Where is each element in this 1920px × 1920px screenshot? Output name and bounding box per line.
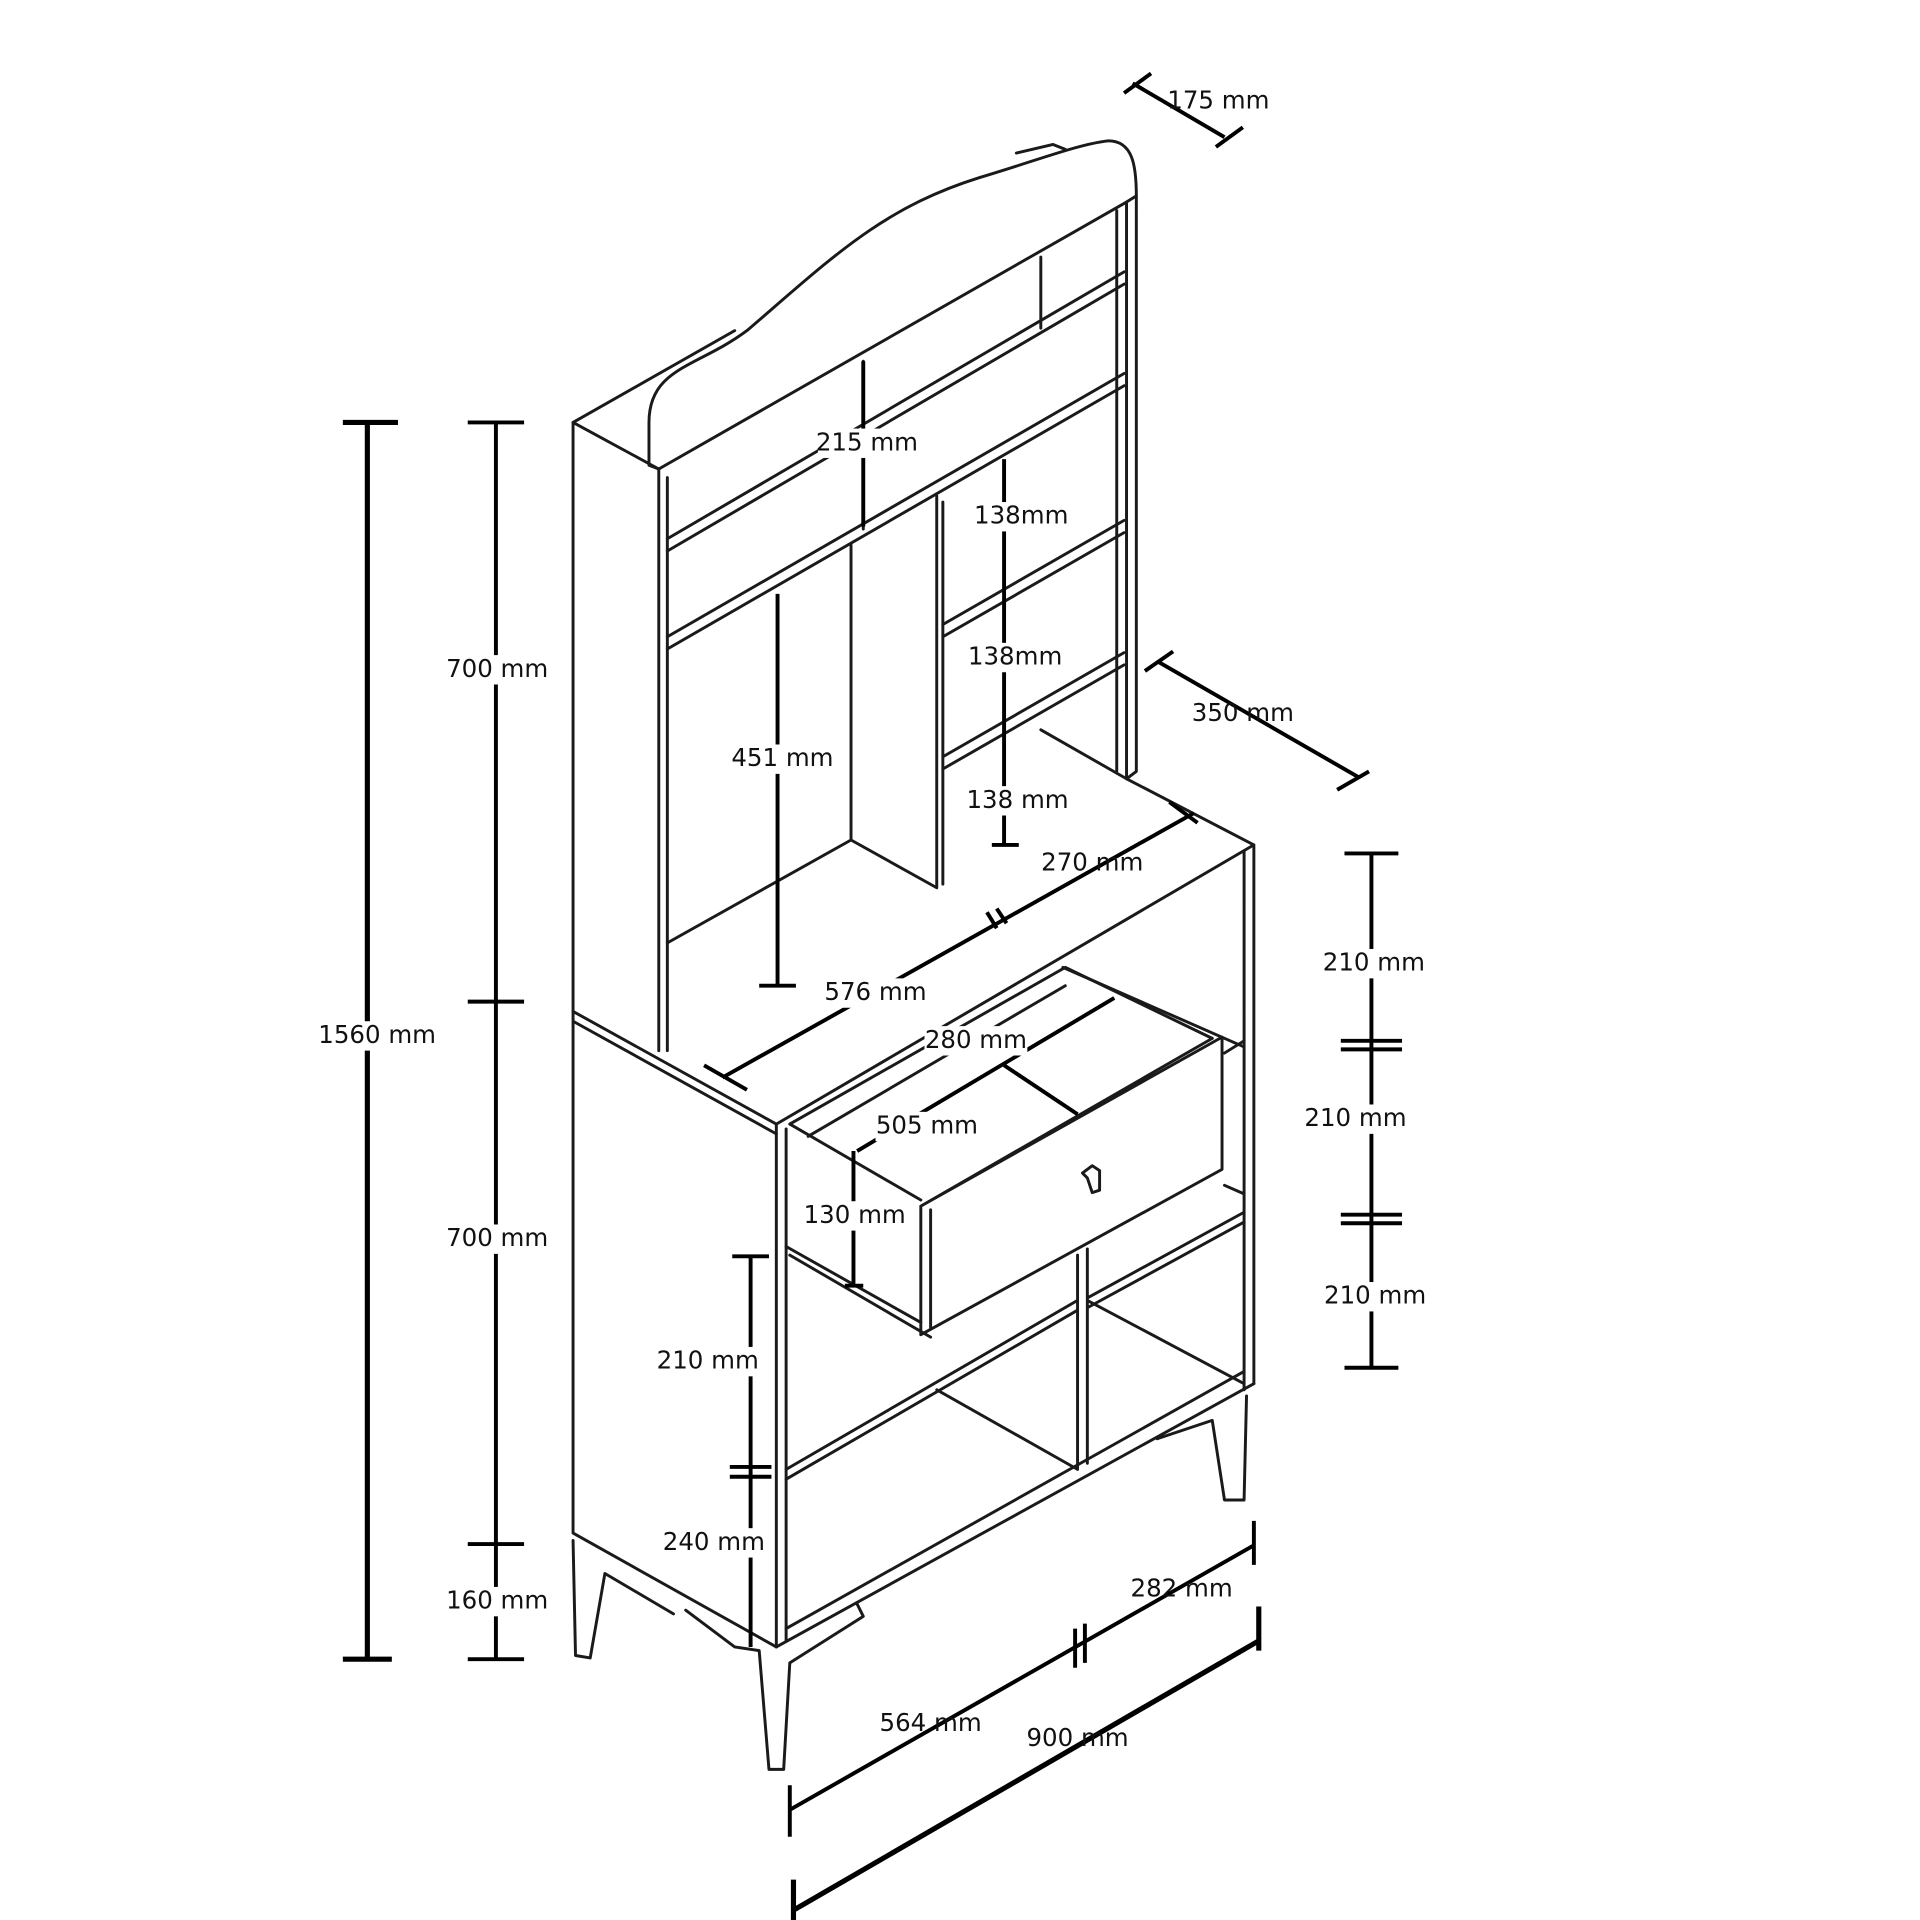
hutch-shelves xyxy=(665,255,1126,945)
dimension-labels: 175 mm 215 mm 138mm 138mm 350 mm 700 mm … xyxy=(318,86,1427,1752)
leg-front xyxy=(684,1602,865,1771)
label-138-mid: 138mm xyxy=(968,642,1062,671)
dim-top-width xyxy=(703,800,1199,1092)
label-270: 270 mm xyxy=(1041,847,1143,876)
hutch-back-top xyxy=(571,143,1067,424)
leg-right xyxy=(1155,1394,1248,1502)
drawer-handle-icon xyxy=(1080,1164,1102,1195)
drawer-front xyxy=(919,1035,1224,1337)
label-240: 240 mm xyxy=(663,1527,765,1556)
label-138-low: 138 mm xyxy=(966,785,1068,814)
dim-depth-350 xyxy=(1143,649,1370,792)
hutch-right-panel xyxy=(1115,194,1138,781)
dim-section-heights xyxy=(467,420,525,1662)
hutch-divider xyxy=(849,494,1128,890)
dim-depth-175 xyxy=(1122,71,1245,149)
label-564: 564 mm xyxy=(880,1708,982,1737)
label-138-top: 138mm xyxy=(974,501,1068,530)
label-210-right-top: 210 mm xyxy=(1323,948,1425,977)
label-210-right-mid: 210 mm xyxy=(1304,1103,1406,1132)
label-130: 130 mm xyxy=(804,1200,906,1229)
cabinet-left-side xyxy=(571,1009,778,1649)
furniture-drawing xyxy=(571,139,1256,1771)
hutch-left-panel xyxy=(571,420,669,1053)
label-160: 160 mm xyxy=(446,1586,548,1615)
dim-total-width xyxy=(790,1606,1262,1920)
label-350: 350 mm xyxy=(1192,698,1294,727)
label-282: 282 mm xyxy=(1131,1573,1233,1602)
label-215: 215 mm xyxy=(816,427,918,456)
dim-width-split xyxy=(787,1520,1256,1837)
label-1560: 1560 mm xyxy=(318,1020,436,1049)
dim-left-shelves xyxy=(729,1254,772,1647)
label-210-right-low: 210 mm xyxy=(1324,1281,1426,1310)
label-700-upper: 700 mm xyxy=(446,654,548,683)
label-900: 900 mm xyxy=(1026,1723,1128,1752)
label-280: 280 mm xyxy=(925,1025,1027,1054)
leg-left xyxy=(571,1538,675,1660)
label-505: 505 mm xyxy=(876,1111,978,1140)
label-175: 175 mm xyxy=(1167,86,1269,115)
hutch-arch-top xyxy=(647,139,1138,471)
cabinet-top xyxy=(571,777,1256,1649)
label-700-lower: 700 mm xyxy=(446,1223,548,1252)
cabinet-bottom xyxy=(774,1298,1256,1649)
label-576: 576 mm xyxy=(824,977,926,1006)
label-451: 451 mm xyxy=(731,743,833,772)
dim-drawer xyxy=(844,996,1116,1288)
label-210-left: 210 mm xyxy=(657,1346,759,1375)
